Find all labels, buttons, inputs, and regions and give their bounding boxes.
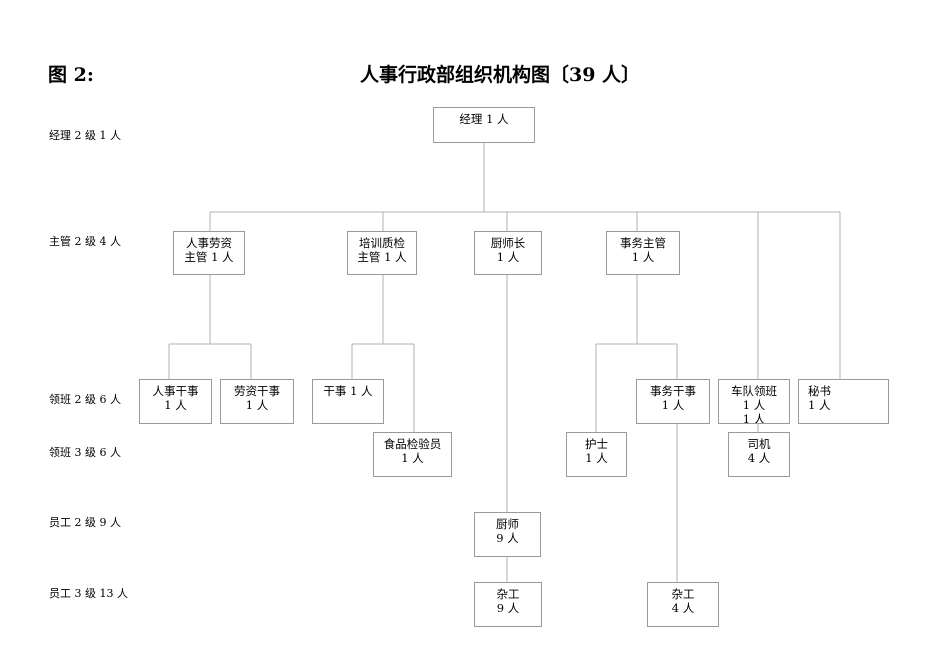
node-head-chef-line2: 1 人 <box>496 250 520 264</box>
node-head-chef-line1: 厨师长 <box>490 236 526 250</box>
node-affairs-helper-line1: 杂工 <box>671 587 695 601</box>
node-manager-line1: 经理 1 人 <box>459 112 509 126</box>
node-labor-clerk-line2: 1 人 <box>245 398 269 412</box>
node-hr-supervisor: 人事劳资 主管 1 人 <box>173 231 245 275</box>
node-kitchen-helper: 杂工 9 人 <box>474 582 542 627</box>
node-fleet-leader-line1: 车队领班 <box>731 384 777 398</box>
node-labor-clerk: 劳资干事 1 人 <box>220 379 294 424</box>
node-nurse: 护士 1 人 <box>566 432 627 477</box>
node-hr-clerk-line2: 1 人 <box>164 398 187 412</box>
node-secretary-line2: 1 人 <box>808 398 831 412</box>
level-label-staff-3: 员工 3 级 13 人 <box>49 587 128 600</box>
node-fleet-leader-line3: 1 人 <box>742 412 766 424</box>
node-training-qc-line2: 主管 1 人 <box>357 250 407 264</box>
chart-title: 人事行政部组织机构图〔39 人〕 <box>359 64 641 86</box>
level-label-manager: 经理 2 级 1 人 <box>49 129 121 142</box>
node-fleet-leader: 车队领班 1 人 1 人 <box>718 379 790 424</box>
figure-label: 图 2: <box>48 64 94 86</box>
node-driver-line2: 4 人 <box>747 451 771 465</box>
node-training-clerk-line1: 干事 1 人 <box>323 384 373 398</box>
node-labor-clerk-line1: 劳资干事 <box>234 384 280 398</box>
node-kitchen-helper-line2: 9 人 <box>496 601 520 615</box>
node-hr-clerk: 人事干事 1 人 <box>139 379 212 424</box>
node-secretary-line1: 秘书 <box>808 384 831 398</box>
node-hr-clerk-line1: 人事干事 <box>152 384 199 398</box>
node-affairs-clerk-line1: 事务干事 <box>650 384 696 398</box>
node-affairs-clerk: 事务干事 1 人 <box>636 379 710 424</box>
node-training-qc-line1: 培训质检 <box>359 236 405 250</box>
node-chef-line2: 9 人 <box>496 531 519 545</box>
node-kitchen-helper-line1: 杂工 <box>496 587 520 601</box>
node-affairs-supervisor: 事务主管 1 人 <box>606 231 680 275</box>
node-fleet-leader-line2: 1 人 <box>742 398 766 412</box>
node-affairs-helper-line2: 4 人 <box>671 601 695 615</box>
node-nurse-line2: 1 人 <box>585 451 608 465</box>
node-affairs-supervisor-line2: 1 人 <box>631 250 655 264</box>
node-food-inspector-line2: 1 人 <box>401 451 424 465</box>
node-hr-supervisor-line1: 人事劳资 <box>186 236 232 250</box>
node-affairs-helper: 杂工 4 人 <box>647 582 719 627</box>
level-label-leader-3: 领班 3 级 6 人 <box>49 446 121 459</box>
level-label-leader-2: 领班 2 级 6 人 <box>49 393 121 406</box>
node-secretary: 秘书 1 人 <box>798 379 889 424</box>
node-food-inspector-line1: 食品检验员 <box>383 437 442 451</box>
node-nurse-line1: 护士 <box>585 437 608 451</box>
node-food-inspector: 食品检验员 1 人 <box>373 432 452 477</box>
node-driver-line1: 司机 <box>747 437 771 451</box>
node-affairs-clerk-line2: 1 人 <box>661 398 685 412</box>
node-training-clerk: 干事 1 人 <box>312 379 384 424</box>
level-label-supervisor: 主管 2 级 4 人 <box>49 235 121 248</box>
node-driver: 司机 4 人 <box>728 432 790 477</box>
node-training-qc-supervisor: 培训质检 主管 1 人 <box>347 231 417 275</box>
node-manager: 经理 1 人 <box>433 107 535 143</box>
node-chef: 厨师 9 人 <box>474 512 541 557</box>
node-chef-line1: 厨师 <box>496 517 519 531</box>
node-hr-supervisor-line2: 主管 1 人 <box>184 250 234 264</box>
level-label-staff-2: 员工 2 级 9 人 <box>49 516 121 529</box>
node-affairs-supervisor-line1: 事务主管 <box>620 236 666 250</box>
node-head-chef: 厨师长 1 人 <box>474 231 542 275</box>
